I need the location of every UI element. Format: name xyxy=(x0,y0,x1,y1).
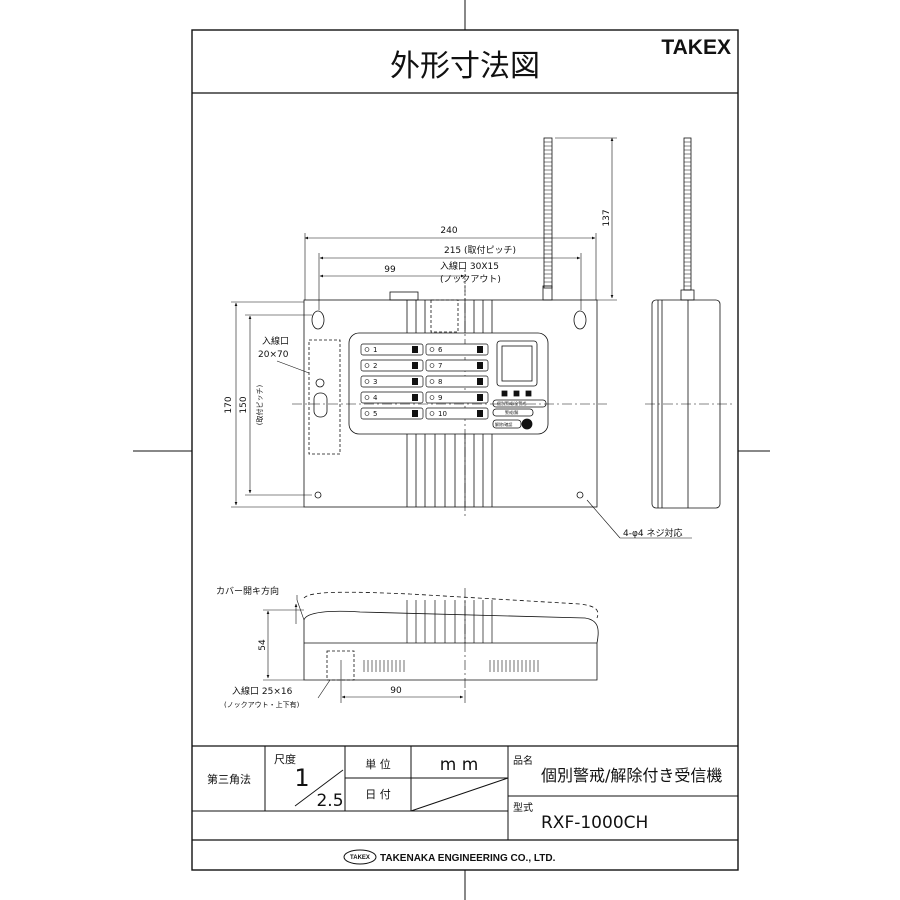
dim-137: 137 xyxy=(602,209,612,226)
button-grid xyxy=(360,343,489,420)
scale-label: 尺度 xyxy=(274,752,296,766)
title-block xyxy=(192,745,738,865)
key-label-a: 個別警戒/全警戒 xyxy=(497,400,526,406)
sheet-frame xyxy=(191,29,739,871)
dim-170: 170 xyxy=(224,396,234,413)
dim-54: 54 xyxy=(258,639,268,651)
button-label-4: 4 xyxy=(373,394,378,402)
button-label-2: 2 xyxy=(373,362,377,370)
dim-240: 240 xyxy=(440,226,457,236)
button-indicators xyxy=(412,346,483,417)
side-antenna-ribs xyxy=(684,141,691,287)
company-name: TAKENAKA ENGINEERING CO., LTD. xyxy=(380,853,556,864)
button-label-1: 1 xyxy=(373,346,377,354)
key-label-b: 警戒/解 xyxy=(505,409,518,415)
button-label-5: 5 xyxy=(373,410,377,418)
label-inlet-side-2: 20×70 xyxy=(258,350,289,360)
label-knockout-top-2: (ノックアウト) xyxy=(440,274,501,285)
dim-pitch-v: (取付ピッチ) xyxy=(255,385,264,426)
dim-99: 99 xyxy=(384,265,396,275)
footer-logo: TAKEX xyxy=(350,855,370,861)
dim-215: 215 (取付ピッチ) xyxy=(444,245,516,256)
label-screw: 4-φ4 ネジ対応 xyxy=(623,527,683,539)
center-marks xyxy=(133,0,770,900)
page-title: 外形寸法図 xyxy=(390,49,540,84)
dim-150: 150 xyxy=(239,396,249,413)
button-label-7: 7 xyxy=(438,362,442,370)
scale-numerator: 1 xyxy=(294,764,309,792)
product-name: 個別警戒/解除付き受信機 xyxy=(541,766,722,785)
front-body xyxy=(303,299,598,508)
button-leds xyxy=(364,347,435,416)
projection-label: 第三角法 xyxy=(207,772,251,786)
side-view xyxy=(645,137,735,509)
label-inlet-bottom-2: (ノックアウト・上下有) xyxy=(224,700,300,709)
button-label-8: 8 xyxy=(438,378,442,386)
label-cover-dir: カバー開キ方向 xyxy=(216,585,279,597)
front-view xyxy=(231,137,692,539)
button-label-9: 9 xyxy=(438,394,442,402)
scale-denominator: 2.5 xyxy=(316,791,343,811)
dim-90: 90 xyxy=(390,686,402,696)
name-label: 品名 xyxy=(513,754,533,767)
label-knockout-top-1: 入線口 30X15 xyxy=(440,260,499,272)
label-inlet-side-1: 入線口 xyxy=(262,335,289,347)
antenna xyxy=(543,137,553,289)
model-number: RXF-1000CH xyxy=(541,813,648,833)
brand-logo: TAKEX xyxy=(661,36,731,59)
antenna-ribs xyxy=(544,141,552,287)
unit-label: 単 位 xyxy=(365,757,391,771)
model-label: 型式 xyxy=(513,801,533,814)
button-label-10: 10 xyxy=(438,410,447,418)
unit-value: m m xyxy=(440,755,479,775)
date-label: 日 付 xyxy=(365,788,391,801)
button-label-3: 3 xyxy=(373,378,377,386)
label-inlet-bottom-1: 入線口 25×16 xyxy=(232,685,293,697)
button-label-6: 6 xyxy=(438,346,443,354)
key-label-c: 解除/確認 xyxy=(495,421,512,427)
bottom-view xyxy=(263,588,599,703)
